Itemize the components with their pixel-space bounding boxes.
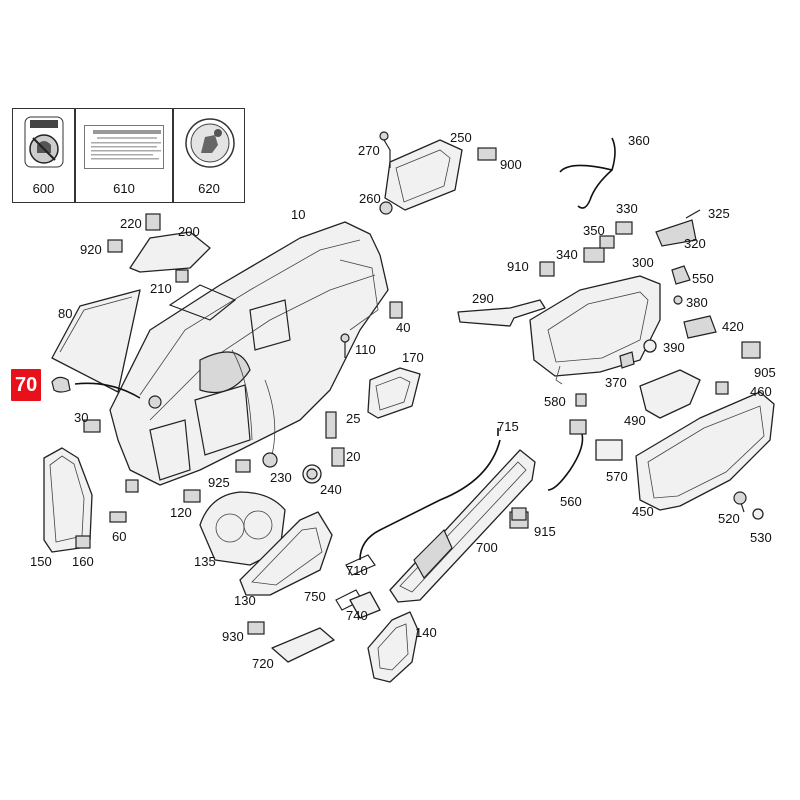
- callout-60[interactable]: 60: [112, 529, 127, 544]
- callout-915[interactable]: 915: [534, 524, 556, 539]
- part-140-shape: [367, 611, 419, 683]
- part-10-shape: [109, 221, 389, 486]
- legend-item-600[interactable]: 600: [12, 108, 75, 203]
- callout-40[interactable]: 40: [396, 320, 411, 335]
- callout-300[interactable]: 300: [632, 255, 654, 270]
- callout-70[interactable]: 70: [11, 369, 42, 401]
- callout-220[interactable]: 220: [120, 216, 142, 231]
- callout-570[interactable]: 570: [606, 469, 628, 484]
- callout-270[interactable]: 270: [358, 143, 380, 158]
- callout-490[interactable]: 490: [624, 413, 646, 428]
- callout-290[interactable]: 290: [472, 291, 494, 306]
- warning-label-text: [84, 125, 164, 169]
- callout-150[interactable]: 150: [30, 554, 52, 569]
- part-290-shape: [457, 299, 546, 327]
- callout-260[interactable]: 260: [359, 191, 381, 206]
- callout-380[interactable]: 380: [686, 295, 708, 310]
- callout-250[interactable]: 250: [450, 130, 472, 145]
- callout-135[interactable]: 135: [194, 554, 216, 569]
- callout-360[interactable]: 360: [628, 133, 650, 148]
- part-170-shape: [367, 367, 421, 419]
- callout-550[interactable]: 550: [692, 271, 714, 286]
- legend-number: 620: [198, 181, 220, 196]
- callout-200[interactable]: 200: [178, 224, 200, 239]
- callout-30[interactable]: 30: [74, 410, 89, 425]
- callout-160[interactable]: 160: [72, 554, 94, 569]
- callout-460[interactable]: 460: [750, 384, 772, 399]
- callout-370[interactable]: 370: [605, 375, 627, 390]
- callout-520[interactable]: 520: [718, 511, 740, 526]
- callout-905[interactable]: 905: [754, 365, 776, 380]
- callout-25[interactable]: 25: [346, 411, 361, 426]
- callout-350[interactable]: 350: [583, 223, 605, 238]
- callout-930[interactable]: 930: [222, 629, 244, 644]
- callout-330[interactable]: 330: [616, 201, 638, 216]
- callout-325[interactable]: 325: [708, 206, 730, 221]
- callout-80[interactable]: 80: [58, 306, 73, 321]
- callout-750[interactable]: 750: [304, 589, 326, 604]
- callout-140[interactable]: 140: [415, 625, 437, 640]
- part-250-shape: [384, 139, 463, 211]
- callout-710[interactable]: 710: [346, 563, 368, 578]
- callout-340[interactable]: 340: [556, 247, 578, 262]
- legend-item-620[interactable]: 620: [173, 108, 245, 203]
- part-360-shape: [559, 137, 616, 209]
- legend-number: 600: [32, 181, 55, 196]
- callout-320[interactable]: 320: [684, 236, 706, 251]
- callout-230[interactable]: 230: [270, 470, 292, 485]
- callout-700[interactable]: 700: [476, 540, 498, 555]
- callout-20[interactable]: 20: [346, 449, 361, 464]
- callout-210[interactable]: 210: [150, 281, 172, 296]
- airbag-seat-icon: [185, 118, 235, 168]
- legend-number: 610: [113, 181, 135, 196]
- callout-720[interactable]: 720: [252, 656, 274, 671]
- part-130-shape: [239, 511, 333, 596]
- callout-920[interactable]: 920: [80, 242, 102, 257]
- callout-110[interactable]: 110: [355, 342, 376, 357]
- callout-900[interactable]: 900: [500, 157, 522, 172]
- callout-530[interactable]: 530: [750, 530, 772, 545]
- callout-580[interactable]: 580: [544, 394, 566, 409]
- callout-715[interactable]: 715: [497, 419, 519, 434]
- callout-910[interactable]: 910: [507, 259, 529, 274]
- callout-240[interactable]: 240: [320, 482, 342, 497]
- callout-120[interactable]: 120: [170, 505, 192, 520]
- part-300-shape: [529, 275, 661, 377]
- callout-130[interactable]: 130: [234, 593, 256, 608]
- part-70-shape: [51, 376, 71, 393]
- part-135-shape: [199, 491, 286, 566]
- callout-560[interactable]: 560: [560, 494, 582, 509]
- part-720-shape: [271, 627, 335, 663]
- callout-170[interactable]: 170: [402, 350, 424, 365]
- callout-740[interactable]: 740: [346, 608, 368, 623]
- no-child-seat-icon: [24, 116, 64, 168]
- callout-420[interactable]: 420: [722, 319, 744, 334]
- callout-450[interactable]: 450: [632, 504, 654, 519]
- callout-925[interactable]: 925: [208, 475, 230, 490]
- callout-390[interactable]: 390: [663, 340, 685, 355]
- callout-10[interactable]: 10: [291, 207, 306, 222]
- part-200-shape: [129, 231, 211, 273]
- legend-item-610[interactable]: 610: [75, 108, 173, 203]
- part-450-shape: [635, 391, 775, 511]
- part-80-shape: [51, 289, 141, 393]
